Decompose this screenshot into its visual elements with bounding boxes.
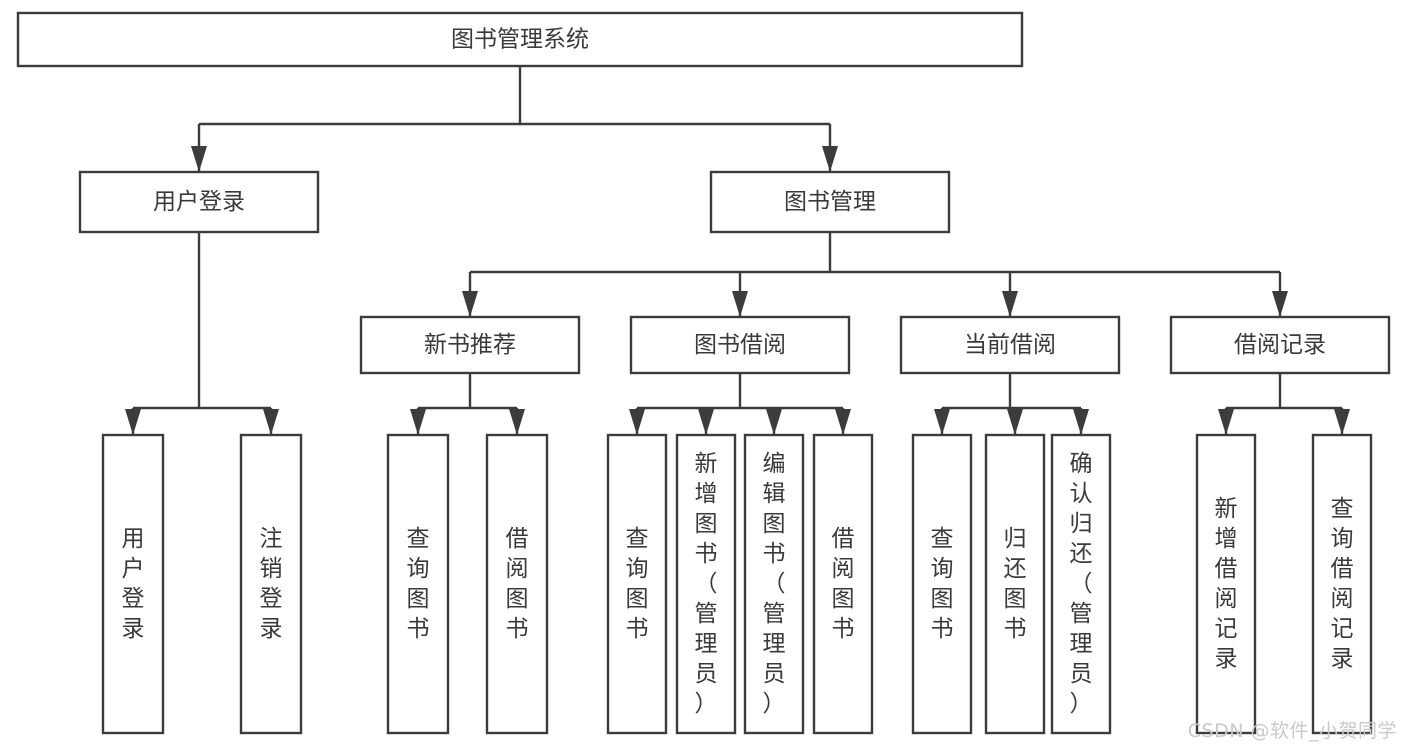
node-borrow-record[interactable]: 借阅记录 bbox=[1169, 315, 1391, 375]
node-label: 新增图书（管理员） bbox=[695, 451, 718, 717]
node-user-login[interactable]: 用户登录 bbox=[78, 170, 320, 234]
node-label: 新书推荐 bbox=[424, 332, 516, 358]
arrow-head-icon bbox=[934, 409, 950, 435]
arrow-head-icon bbox=[410, 409, 426, 435]
node-leaf-query-book-1[interactable]: 查询图书 bbox=[386, 433, 450, 735]
arrow-head-icon bbox=[766, 409, 782, 435]
node-box bbox=[911, 433, 973, 735]
node-label: 图书借阅 bbox=[694, 332, 786, 358]
node-box bbox=[485, 433, 549, 735]
node-label: 用户登录 bbox=[153, 189, 245, 215]
arrow-head-icon bbox=[462, 291, 478, 317]
arrow-head-icon bbox=[191, 146, 207, 172]
node-leaf-edit-book-admin[interactable]: 编辑图书（管理员） bbox=[743, 433, 805, 735]
node-label: 确认归还（管理员） bbox=[1070, 451, 1093, 717]
node-label: 查询图书 bbox=[626, 526, 649, 642]
node-box bbox=[16, 11, 1024, 68]
node-label: 新增借阅记录 bbox=[1215, 496, 1238, 672]
node-new-book-recommend[interactable]: 新书推荐 bbox=[359, 315, 581, 375]
node-box bbox=[239, 433, 303, 735]
node-box bbox=[1050, 433, 1112, 735]
node-label: 归还图书 bbox=[1004, 526, 1027, 642]
node-label: 查询图书 bbox=[931, 526, 954, 642]
csdn-watermark: CSDN @软件_小贺同学 bbox=[1187, 720, 1397, 742]
node-label: 当前借阅 bbox=[964, 332, 1056, 358]
node-leaf-borrow-book-2[interactable]: 借阅图书 bbox=[812, 433, 874, 735]
node-leaf-logout[interactable]: 注销登录 bbox=[239, 433, 303, 735]
node-label: 图书管理 bbox=[784, 189, 876, 215]
arrow-head-icon bbox=[629, 409, 645, 435]
node-box bbox=[675, 433, 737, 735]
arrow-head-icon bbox=[125, 409, 141, 435]
node-box bbox=[78, 170, 320, 234]
arrow-head-icon bbox=[732, 291, 748, 317]
node-box bbox=[359, 315, 581, 375]
node-box bbox=[629, 315, 851, 375]
node-label: 借阅记录 bbox=[1234, 332, 1326, 358]
node-box bbox=[386, 433, 450, 735]
nodes-layer: 图书管理系统用户登录图书管理新书推荐图书借阅当前借阅借阅记录用户登录注销登录查询… bbox=[16, 11, 1391, 735]
arrow-head-icon bbox=[1002, 291, 1018, 317]
arrow-head-icon bbox=[509, 409, 525, 435]
node-label: 图书管理系统 bbox=[451, 27, 589, 53]
node-box bbox=[1169, 315, 1391, 375]
node-book-borrow[interactable]: 图书借阅 bbox=[629, 315, 851, 375]
node-label: 借阅图书 bbox=[506, 526, 529, 642]
node-leaf-query-borrow-record[interactable]: 查询借阅记录 bbox=[1311, 433, 1373, 735]
node-label: 查询借阅记录 bbox=[1331, 496, 1354, 672]
node-current-borrow[interactable]: 当前借阅 bbox=[899, 315, 1121, 375]
node-leaf-user-login[interactable]: 用户登录 bbox=[101, 433, 165, 735]
node-book-manage[interactable]: 图书管理 bbox=[709, 170, 951, 234]
node-box bbox=[899, 315, 1121, 375]
node-box bbox=[1311, 433, 1373, 735]
arrow-head-icon bbox=[1073, 409, 1089, 435]
node-label: 用户登录 bbox=[122, 526, 145, 642]
arrow-head-icon bbox=[835, 409, 851, 435]
node-box bbox=[101, 433, 165, 735]
arrow-head-icon bbox=[1007, 409, 1023, 435]
node-box bbox=[606, 433, 668, 735]
node-leaf-borrow-book-1[interactable]: 借阅图书 bbox=[485, 433, 549, 735]
node-leaf-add-borrow-record[interactable]: 新增借阅记录 bbox=[1195, 433, 1257, 735]
node-box bbox=[709, 170, 951, 234]
node-box bbox=[743, 433, 805, 735]
arrow-head-icon bbox=[1272, 291, 1288, 317]
node-leaf-query-book-3[interactable]: 查询图书 bbox=[911, 433, 973, 735]
node-box bbox=[812, 433, 874, 735]
arrow-head-icon bbox=[1334, 409, 1350, 435]
node-root[interactable]: 图书管理系统 bbox=[16, 11, 1024, 68]
connectors-layer bbox=[125, 66, 1350, 435]
arrow-head-icon bbox=[263, 409, 279, 435]
node-label: 编辑图书（管理员） bbox=[763, 451, 786, 717]
node-label: 查询图书 bbox=[407, 526, 430, 642]
arrow-head-icon bbox=[698, 409, 714, 435]
node-label: 借阅图书 bbox=[832, 526, 855, 642]
arrow-head-icon bbox=[1218, 409, 1234, 435]
node-leaf-query-book-2[interactable]: 查询图书 bbox=[606, 433, 668, 735]
node-box bbox=[1195, 433, 1257, 735]
node-leaf-confirm-return-admin[interactable]: 确认归还（管理员） bbox=[1050, 433, 1112, 735]
node-label: 注销登录 bbox=[260, 526, 283, 642]
arrow-head-icon bbox=[822, 146, 838, 172]
node-leaf-return-book[interactable]: 归还图书 bbox=[984, 433, 1046, 735]
node-box bbox=[984, 433, 1046, 735]
node-leaf-add-book-admin[interactable]: 新增图书（管理员） bbox=[675, 433, 737, 735]
